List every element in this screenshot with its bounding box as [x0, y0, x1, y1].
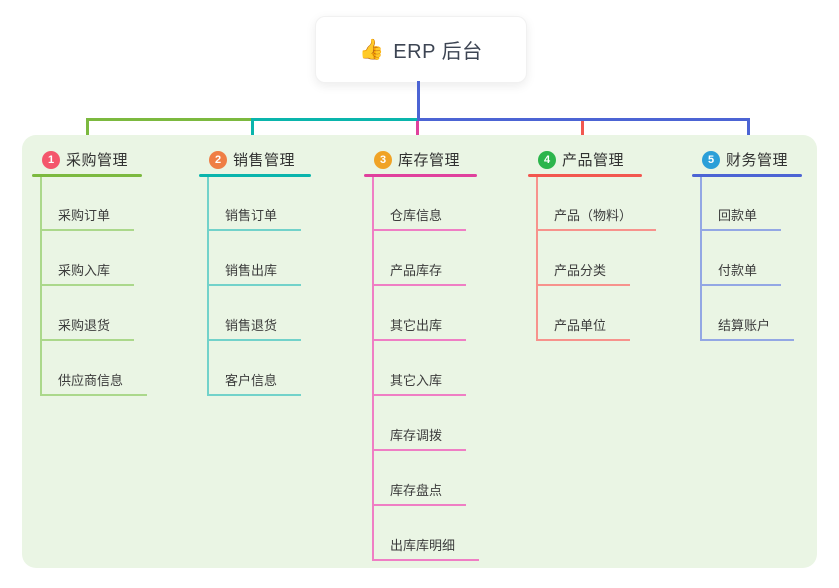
connector-horizontal-purchase	[86, 118, 253, 121]
badge-4: 4	[538, 150, 556, 169]
branch-product-label: 产品管理	[562, 152, 625, 169]
connector-drop-purchase	[86, 121, 89, 147]
node-other-inbound[interactable]: 其它入库	[372, 372, 467, 396]
connector-horizontal-sales	[251, 118, 417, 121]
node-stock-detail[interactable]: 出库库明细	[372, 537, 480, 561]
connector-drop-inventory	[416, 121, 419, 147]
branch-inventory-underline	[364, 174, 477, 177]
root-node-label: ERP 后台	[393, 41, 483, 63]
branch-sales-vline	[207, 177, 209, 396]
branch-purchase-vline	[40, 177, 42, 396]
branch-sales-node[interactable]: 2 销售管理	[209, 149, 295, 170]
connector-drop-sales	[251, 121, 254, 147]
root-node-erp[interactable]: 👍 ERP 后台	[315, 16, 527, 83]
node-product-unit[interactable]: 产品单位	[536, 317, 631, 341]
branch-purchase-label: 采购管理	[66, 152, 129, 169]
branches-panel	[22, 135, 817, 568]
connector-horizontal-finance	[417, 118, 750, 121]
node-customer-info[interactable]: 客户信息	[207, 372, 302, 396]
branch-inventory-label: 库存管理	[398, 152, 461, 169]
branch-product-vline	[536, 177, 538, 341]
connector-drop-product	[581, 121, 584, 147]
branch-inventory-node[interactable]: 3 库存管理	[374, 149, 460, 170]
node-purchase-order[interactable]: 采购订单	[40, 207, 135, 231]
node-stock-transfer[interactable]: 库存调拨	[372, 427, 467, 451]
branch-inventory-vline	[372, 177, 374, 561]
node-product-category[interactable]: 产品分类	[536, 262, 631, 286]
node-purchase-return[interactable]: 采购退货	[40, 317, 135, 341]
branch-product-underline	[528, 174, 642, 177]
node-payment-bill[interactable]: 付款单	[700, 262, 782, 286]
node-warehouse-info[interactable]: 仓库信息	[372, 207, 467, 231]
connector-drop-finance	[747, 121, 750, 147]
badge-1: 1	[42, 150, 60, 169]
node-receipt-bill[interactable]: 回款单	[700, 207, 782, 231]
branch-finance-node[interactable]: 5 财务管理	[702, 149, 788, 170]
node-purchase-inbound[interactable]: 采购入库	[40, 262, 135, 286]
badge-3: 3	[374, 150, 392, 169]
node-other-outbound[interactable]: 其它出库	[372, 317, 467, 341]
branch-product-node[interactable]: 4 产品管理	[538, 149, 624, 170]
badge-5: 5	[702, 150, 720, 169]
branch-purchase-underline	[32, 174, 142, 177]
branch-sales-underline	[199, 174, 311, 177]
branch-finance-vline	[700, 177, 702, 341]
branch-sales-label: 销售管理	[233, 152, 296, 169]
node-product-stock[interactable]: 产品库存	[372, 262, 467, 286]
node-sales-order[interactable]: 销售订单	[207, 207, 302, 231]
branch-finance-label: 财务管理	[726, 152, 789, 169]
node-product-material[interactable]: 产品（物料）	[536, 207, 657, 231]
node-sales-outbound[interactable]: 销售出库	[207, 262, 302, 286]
node-sales-return[interactable]: 销售退货	[207, 317, 302, 341]
node-stock-taking[interactable]: 库存盘点	[372, 482, 467, 506]
branch-finance-underline	[692, 174, 802, 177]
thumbs-up-icon: 👍	[359, 38, 385, 61]
badge-2: 2	[209, 150, 227, 169]
root-trunk-line	[417, 81, 420, 118]
node-supplier-info[interactable]: 供应商信息	[40, 372, 148, 396]
branch-purchase-node[interactable]: 1 采购管理	[42, 149, 128, 170]
node-settlement-account[interactable]: 结算账户	[700, 317, 795, 341]
